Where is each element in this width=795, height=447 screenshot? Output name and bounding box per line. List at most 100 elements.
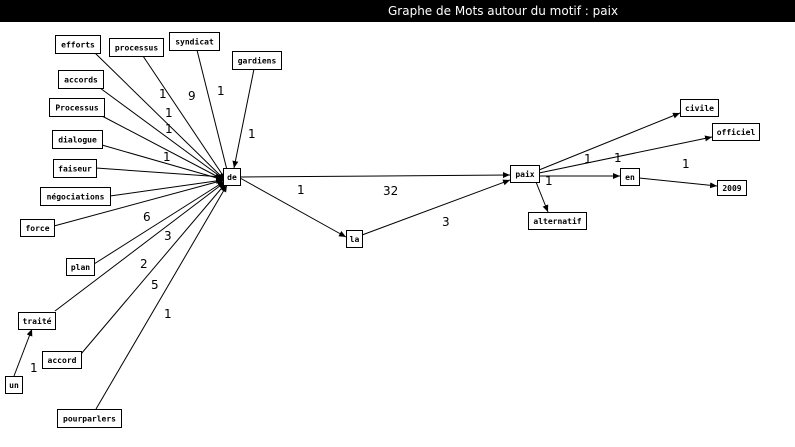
node-accord[interactable]: accord <box>42 351 82 369</box>
edge-label-la-to-paix: 3 <box>442 215 450 229</box>
edge-label-force-to-de: 6 <box>143 210 151 224</box>
node-box <box>52 130 103 149</box>
node-syndicat[interactable]: syndicat <box>169 32 220 51</box>
edge-Processus-to-de <box>101 115 225 181</box>
node-label: force <box>25 224 49 233</box>
edge-negociations-to-de <box>109 178 224 197</box>
node-label: la <box>350 235 360 244</box>
edge-de-to-paix <box>239 172 511 179</box>
edge-traite-to-de <box>54 181 226 312</box>
node-box <box>109 38 164 57</box>
node-efforts[interactable]: efforts <box>55 35 101 54</box>
edge-gardiens-to-de <box>232 68 255 169</box>
node-label: de <box>227 173 237 182</box>
edge-label-accords-to-de: 1 <box>165 106 173 120</box>
edge-label-paix-to-civile: 1 <box>584 152 592 166</box>
node-label: dialogue <box>58 135 97 145</box>
node-alternatif[interactable]: alternatif <box>528 212 587 230</box>
node-label: civile <box>685 103 714 113</box>
edge-accords-to-de <box>99 87 226 181</box>
edge-paix-to-civile <box>538 112 681 171</box>
node-plan[interactable]: plan <box>66 258 95 276</box>
edge-dialogue-to-de <box>101 144 225 181</box>
node-processus[interactable]: processus <box>109 38 164 57</box>
edge-de-to-la <box>239 177 347 238</box>
node-box <box>680 99 719 117</box>
node-box <box>528 212 587 230</box>
node-label: syndicat <box>175 37 214 47</box>
node-civile[interactable]: civile <box>680 99 719 117</box>
graph-title: Graphe de Mots autour du motif : paix <box>388 4 619 18</box>
edge-label-pourparlers-to-de: 1 <box>164 307 172 321</box>
node-la[interactable]: la <box>346 230 363 248</box>
edge-label-de-to-paix: 32 <box>383 184 398 198</box>
edge-efforts-to-de <box>94 52 226 181</box>
node-label: en <box>625 173 635 182</box>
node-box <box>49 98 105 117</box>
node-box <box>40 187 111 206</box>
edge-label-syndicat-to-de: 1 <box>217 84 225 98</box>
edge-la-to-paix <box>361 179 511 236</box>
edge-label-paix-to-alternatif: 1 <box>545 174 553 188</box>
edge-label-Processus-to-de: 1 <box>165 122 173 136</box>
node-negociations[interactable]: négociations <box>40 187 111 206</box>
edge-pourparlers-to-de <box>95 184 228 410</box>
node-accords[interactable]: accords <box>58 70 104 89</box>
edge-label-un-to-traite: 1 <box>30 361 38 375</box>
node-box <box>53 159 97 178</box>
node-gardiens[interactable]: gardiens <box>232 51 282 70</box>
node-box <box>66 258 95 276</box>
node-de[interactable]: de <box>223 168 241 186</box>
node-label: accords <box>64 76 98 85</box>
node-2009[interactable]: 2009 <box>717 180 747 196</box>
node-label: faiseur <box>58 164 92 174</box>
node-force[interactable]: force <box>20 219 55 237</box>
node-label: paix <box>515 169 534 179</box>
node-box <box>232 51 282 70</box>
node-box <box>712 123 760 141</box>
edge-label-de-to-la: 1 <box>297 183 305 197</box>
edge-label-dialogue-to-de: 1 <box>163 150 171 164</box>
node-box <box>20 219 55 237</box>
node-un[interactable]: un <box>5 376 23 394</box>
node-box <box>169 32 220 51</box>
node-traite[interactable]: traité <box>18 312 56 330</box>
edge-en-to-2009 <box>638 177 718 189</box>
edge-paix-to-alternatif <box>535 181 549 213</box>
node-label: accord <box>48 356 77 365</box>
edge-label-gardiens-to-de: 1 <box>248 127 256 141</box>
node-label: Processus <box>55 104 99 113</box>
node-label: un <box>9 381 19 390</box>
edge-label-en-to-2009: 1 <box>682 157 690 171</box>
edge-label-accord-to-de: 5 <box>151 278 159 292</box>
node-pourparlers[interactable]: pourparlers <box>57 409 122 428</box>
node-box <box>18 312 56 330</box>
node-box <box>42 351 82 369</box>
edge-label-paix-to-officiel: 1 <box>614 151 622 165</box>
edge-processus-to-de <box>142 55 227 181</box>
node-label: négociations <box>47 192 105 202</box>
node-label: processus <box>115 44 159 53</box>
node-Processus[interactable]: Processus <box>49 98 105 117</box>
node-label: gardiens <box>238 56 277 66</box>
edge-label-efforts-to-de: 1 <box>159 87 167 101</box>
node-box <box>5 376 23 394</box>
edge-label-traite-to-de: 2 <box>140 257 148 271</box>
node-label: officiel <box>717 127 756 137</box>
node-label: plan <box>71 263 90 272</box>
node-box <box>223 168 241 186</box>
node-label: 2009 <box>722 184 741 193</box>
edge-un-to-traite <box>13 328 33 377</box>
node-faiseur[interactable]: faiseur <box>53 159 97 178</box>
node-label: efforts <box>61 41 95 50</box>
edge-faiseur-to-de <box>95 167 224 180</box>
node-box <box>346 230 363 248</box>
node-officiel[interactable]: officiel <box>712 123 760 141</box>
node-box <box>620 168 640 186</box>
node-label: alternatif <box>533 216 581 226</box>
node-dialogue[interactable]: dialogue <box>52 130 103 149</box>
node-en[interactable]: en <box>620 168 640 186</box>
title-bar: Graphe de Mots autour du motif : paix <box>0 0 795 22</box>
node-paix[interactable]: paix <box>510 165 540 183</box>
